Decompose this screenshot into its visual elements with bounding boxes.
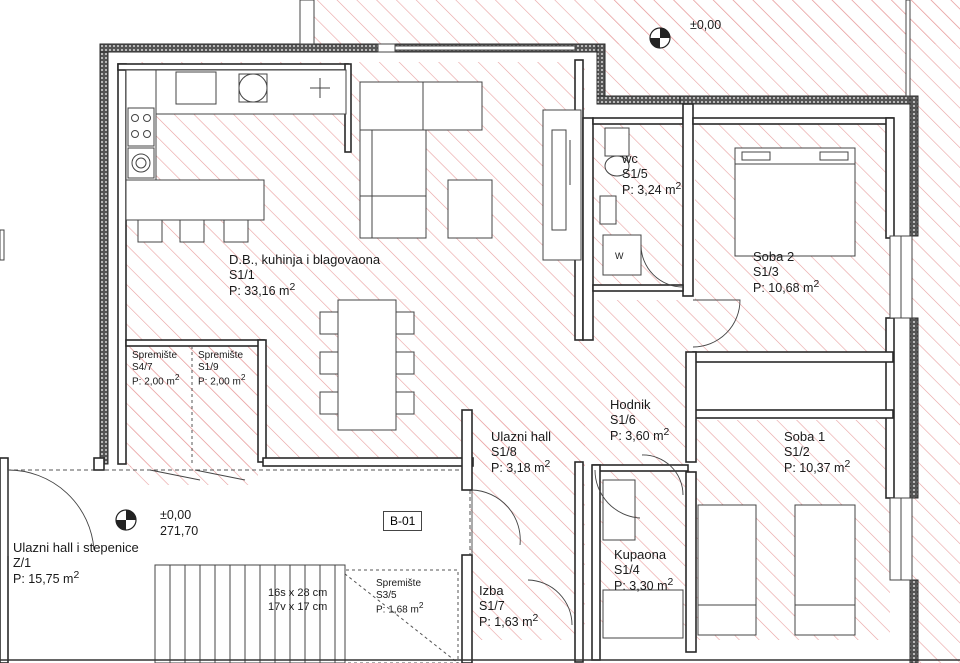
bathroom-fixtures [602,479,684,639]
room-label-soba2: Soba 2 S1/3 P: 10,68 m2 [753,249,820,296]
level-marker-top [649,27,671,49]
storage-dividers [191,346,459,663]
room-label-wc: wc S1/5 P: 3,24 m2 [622,151,682,198]
room-label-storage-s35: Spremište S3/5 P: 1,68 m2 [376,578,424,616]
windows [0,0,913,581]
room-label-stair-hall: Ulazni hall i stepenice Z/1 P: 15,75 m2 [13,540,139,587]
sofa [359,81,582,261]
room-label-hodnik: Hodnik S1/6 P: 3,60 m2 [610,397,670,444]
level-text-entry-abs: 271,70 [160,524,199,538]
room-label-izba: Izba S1/7 P: 1,63 m2 [479,583,539,630]
wc-fixtures [599,127,642,276]
unit-tag: B-01 [383,511,423,531]
room-label-kupaona: Kupaona S1/4 P: 3,30 m2 [614,547,674,594]
level-text-entry: ±0,00 [160,508,192,522]
beds [697,147,856,636]
stair-spec: 16s x 28 cm 17v x 17 cm [268,587,328,614]
kitchen [125,69,347,243]
level-text-top: ±0,00 [690,18,722,32]
room-label-storage-s47: Spremište S4/7 P: 2,00 m2 [132,350,180,388]
door-swings [7,244,741,626]
dining-table [319,299,415,431]
room-label-soba1: Soba 1 S1/2 P: 10,37 m2 [784,429,851,476]
stairs [154,564,346,663]
room-label-dining: D.B., kuhinja i blagovaona S1/1 P: 33,16… [229,252,381,299]
room-label-ulazni-hall: Ulazni hall S1/8 P: 3,18 m2 [491,429,551,476]
washer-label: W [615,251,624,261]
room-label-storage-s19: Spremište S1/9 P: 2,00 m2 [198,350,246,388]
level-marker-entry [115,509,137,531]
